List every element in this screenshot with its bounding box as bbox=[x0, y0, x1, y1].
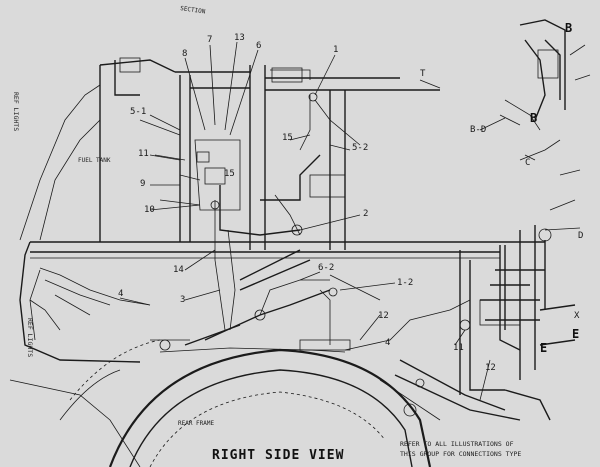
callout-c: C bbox=[525, 158, 530, 168]
callout-8: 8 bbox=[182, 49, 187, 59]
callout-d: D bbox=[578, 231, 583, 241]
callout-6-2: 6-2 bbox=[318, 263, 334, 273]
frame-structure bbox=[19, 59, 581, 421]
labels: SECTION REF LIGHTS REF LIGHTS FUEL TANK … bbox=[12, 5, 583, 463]
callout-12: 12 bbox=[378, 311, 389, 321]
left-vertical-label-2: REF LIGHTS bbox=[26, 318, 34, 357]
callout-t: T bbox=[420, 69, 426, 79]
callout-9: 9 bbox=[140, 179, 145, 189]
callout-e-right: E bbox=[572, 327, 579, 341]
footnote-line-1: REFER TO ALL ILLUSTRATIONS OF bbox=[400, 440, 514, 448]
callout-13: 13 bbox=[234, 33, 245, 43]
wheel-arcs bbox=[9, 339, 432, 467]
callout-b-top: B bbox=[565, 21, 572, 35]
callout-b-d: B-D bbox=[470, 125, 486, 135]
harness-wiring bbox=[29, 95, 471, 353]
callout-5-2: 5-2 bbox=[352, 143, 368, 153]
view-title: RIGHT SIDE VIEW bbox=[212, 448, 344, 463]
footnote-line-2: THIS GROUP FOR CONNECTIONS TYPE bbox=[400, 450, 521, 458]
callout-15: 15 bbox=[282, 133, 293, 143]
section-label: SECTION bbox=[180, 5, 206, 16]
callout-12b: 12 bbox=[485, 363, 496, 373]
callout-4: 4 bbox=[385, 338, 390, 348]
connectors bbox=[119, 57, 552, 417]
callout-15b: 15 bbox=[224, 169, 235, 179]
callout-e-left: E bbox=[540, 341, 547, 355]
callout-b-mid: B bbox=[530, 111, 537, 125]
rear-frame-label: REAR FRAME bbox=[178, 420, 215, 427]
callout-1: 1 bbox=[333, 45, 338, 55]
fuel-tank-label: FUEL TANK bbox=[78, 157, 111, 164]
callout-10: 10 bbox=[144, 205, 155, 215]
leader-lines bbox=[119, 41, 536, 401]
callout-7: 7 bbox=[207, 35, 212, 45]
callout-2: 2 bbox=[363, 209, 368, 219]
callout-14: 14 bbox=[173, 265, 184, 275]
callout-4b: 4 bbox=[118, 289, 123, 299]
left-vertical-label: REF LIGHTS bbox=[12, 92, 20, 131]
fuel-tank-area bbox=[19, 67, 346, 241]
callout-11: 11 bbox=[138, 149, 149, 159]
callout-11b: 11 bbox=[453, 343, 464, 353]
callout-5-1: 5-1 bbox=[130, 107, 146, 117]
inset-detail-b bbox=[499, 19, 591, 176]
callout-1-2: 1-2 bbox=[397, 278, 413, 288]
callout-3: 3 bbox=[180, 295, 185, 305]
callout-x: X bbox=[574, 311, 580, 321]
callout-6: 6 bbox=[256, 41, 261, 51]
